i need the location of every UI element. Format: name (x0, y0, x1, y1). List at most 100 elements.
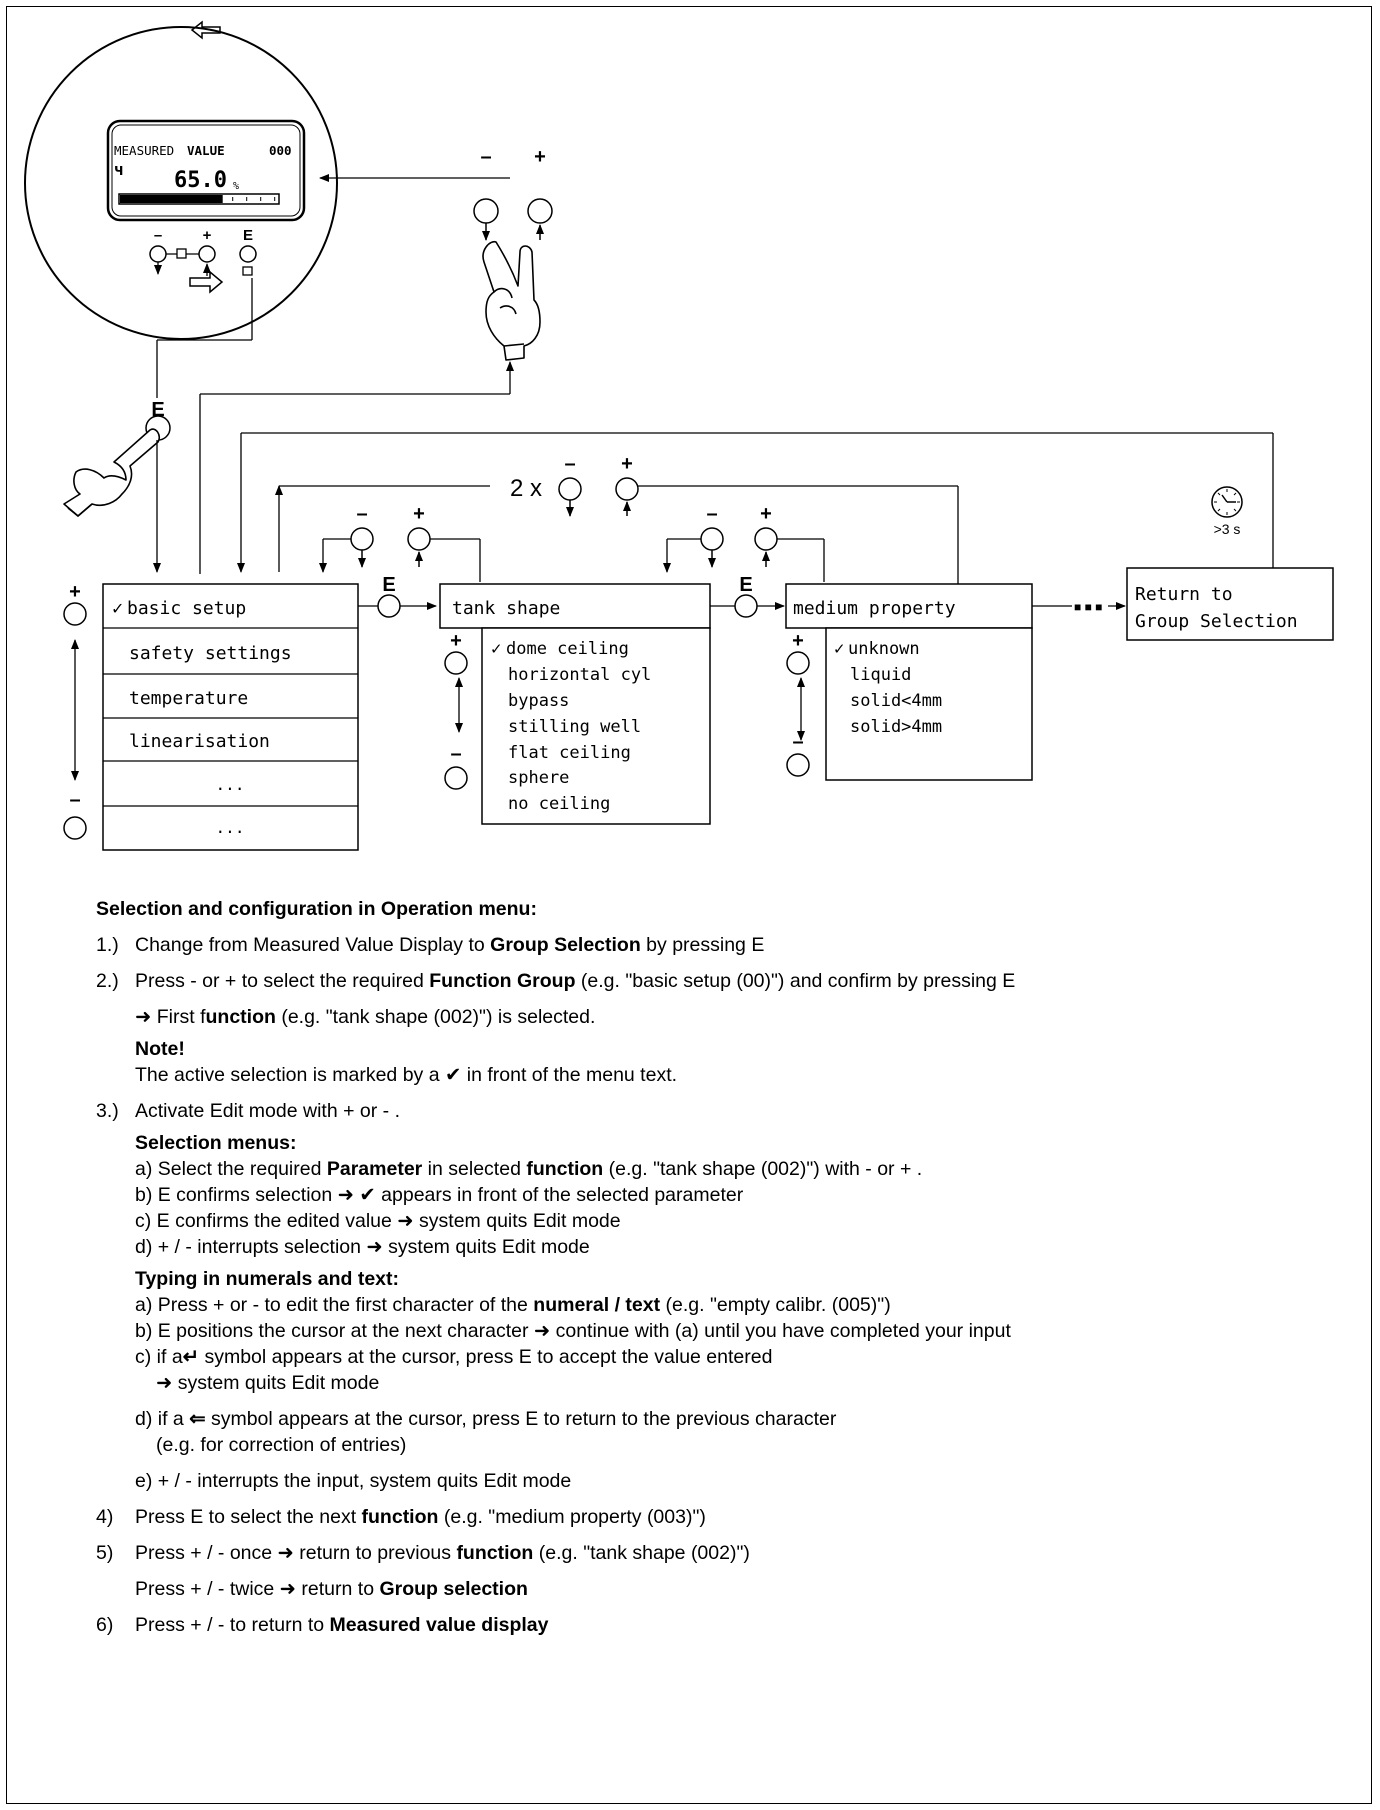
display-bargraph (118, 193, 280, 205)
group-minus-key[interactable]: – (63, 789, 87, 840)
step-text: Activate Edit mode with + or - . (135, 1100, 400, 1122)
medium-property-title: medium property (793, 598, 956, 619)
medium-option-plus-key[interactable]: + (786, 630, 810, 675)
selection-c: c) E confirms the edited value ➜ system … (135, 1210, 621, 1232)
medium-option-minus-key[interactable]: – (786, 731, 810, 777)
step-bold: Function Group (429, 970, 576, 992)
tank-shape-title: tank shape (452, 598, 560, 619)
tank-option-plus-key[interactable]: + (444, 630, 468, 675)
typing-heading: Typing in numerals and text: (135, 1268, 400, 1290)
typing-c: c) if a↵ symbol appears at the cursor, p… (135, 1346, 772, 1369)
display-value: 65.0 (174, 168, 227, 193)
display-header-left: MEASURED (114, 143, 174, 158)
note-text: The active selection is marked by a ✔ in… (135, 1064, 677, 1087)
step-3: 3.)Activate Edit mode with + or - . (96, 1100, 400, 1123)
svg-text:+: + (203, 227, 212, 244)
group-item-more-1: ... (216, 775, 245, 794)
tank-shape-function: tank shape ✓ dome ceiling horizontal cyl… (439, 583, 711, 825)
step-text: c) if a (135, 1346, 183, 1368)
medium-option-liquid[interactable]: liquid (850, 665, 911, 685)
step-text: (e.g. "empty calibr. (005)") (660, 1294, 891, 1316)
tank-option-flat-ceiling[interactable]: flat ceiling (508, 743, 631, 763)
medium-property-function: medium property ✓ unknown liquid solid<4… (785, 583, 1033, 781)
step-2-result: ➜ First function (e.g. "tank shape (002)… (135, 1006, 595, 1029)
tank-option-sphere[interactable]: sphere (508, 768, 569, 788)
check-icon: ✔ (444, 1064, 462, 1086)
step-2: 2.)Press - or + to select the required F… (96, 970, 1015, 993)
step-text: (e.g. "tank shape (002)") with - or + . (603, 1158, 923, 1180)
svg-text:E: E (382, 574, 395, 596)
svg-text:E: E (151, 399, 164, 421)
step-number: 4) (96, 1506, 114, 1528)
step-text: (e.g. "tank shape (002)") is selected. (275, 1006, 596, 1028)
display-header-code: 000 (269, 143, 292, 158)
group-item-basic-setup[interactable]: basic setup (127, 598, 246, 619)
tank-plus-key[interactable]: + (407, 503, 431, 567)
selection-menus-heading: Selection menus: (135, 1132, 297, 1154)
svg-text:+: + (413, 503, 425, 525)
return-line-1: Return to (1135, 584, 1233, 605)
svg-text:–: – (564, 453, 575, 475)
display-glyph: ч (114, 160, 124, 179)
note-text-b: in front of the menu text. (461, 1064, 678, 1086)
selection-d: d) + / - interrupts selection ➜ system q… (135, 1236, 590, 1258)
svg-text:+: + (69, 581, 81, 603)
tank-option-dome-ceiling[interactable]: dome ceiling (506, 639, 629, 659)
enter-key-1[interactable]: E (377, 574, 401, 618)
group-item-more-2: ... (216, 818, 245, 837)
tank-option-horizontal-cyl[interactable]: horizontal cyl (508, 665, 651, 685)
twice-plus-key[interactable]: + (615, 453, 639, 516)
tank-option-minus-key[interactable]: – (444, 743, 468, 790)
twice-minus-key[interactable]: – (558, 453, 582, 517)
medium-option-solid-gt-4mm[interactable]: solid>4mm (850, 717, 942, 737)
top-plus-key[interactable]: + (527, 146, 553, 240)
svg-text:E: E (739, 574, 752, 596)
step-text: (e.g. "tank shape (002)") (533, 1542, 750, 1564)
device-enter-key[interactable]: E (239, 227, 257, 276)
group-selection-menu: ✓ basic setup safety settings temperatur… (102, 583, 359, 851)
group-item-temperature[interactable]: temperature (129, 688, 248, 709)
two-finger-hand-icon (482, 240, 541, 361)
tank-option-stilling-well[interactable]: stilling well (508, 717, 641, 737)
enter-key-2[interactable]: E (734, 574, 758, 618)
medium-option-unknown[interactable]: unknown (848, 639, 920, 659)
step-text: by pressing E (640, 934, 765, 956)
step-text: a) Select the required (135, 1158, 327, 1180)
group-item-safety-settings[interactable]: safety settings (129, 643, 292, 664)
device-plus-key[interactable]: + (198, 227, 216, 276)
svg-text:–: – (450, 743, 461, 765)
tank-option-no-ceiling[interactable]: no ceiling (508, 794, 610, 814)
medium-option-solid-lt-4mm[interactable]: solid<4mm (850, 691, 942, 711)
page-frame (6, 6, 1372, 1804)
timeout-label: >3 s (1214, 521, 1241, 537)
step-bold: function (456, 1542, 534, 1564)
svg-text:+: + (534, 146, 546, 168)
step-text: symbol appears at the cursor, press E to… (199, 1346, 773, 1368)
note-text-a: The active selection is marked by a (135, 1064, 445, 1086)
svg-text:–: – (706, 503, 717, 525)
display-header-mid: VALUE (187, 143, 225, 158)
svg-text:–: – (154, 227, 162, 244)
svg-text:–: – (69, 789, 80, 811)
step-number: 6) (96, 1614, 114, 1636)
step-number: 2.) (96, 970, 119, 992)
lock-symbol (166, 248, 199, 259)
step-bold: Group Selection (490, 934, 641, 956)
tank-option-bypass[interactable]: bypass (508, 691, 569, 711)
clock-icon (1211, 486, 1243, 518)
svg-text:–: – (356, 503, 367, 525)
return-to-group-selection: Return to Group Selection (1126, 567, 1334, 641)
step-bold: Group selection (379, 1578, 528, 1600)
top-minus-key[interactable]: – (473, 146, 499, 241)
step-text: ➜ First f (135, 1006, 206, 1028)
group-item-linearisation[interactable]: linearisation (129, 731, 270, 752)
svg-text:–: – (792, 731, 803, 753)
display-unit: % (233, 181, 239, 192)
tank-minus-key[interactable]: – (350, 503, 374, 568)
svg-text:+: + (621, 453, 633, 475)
bargraph-fill (120, 195, 223, 203)
selection-a: a) Select the required Parameter in sele… (135, 1158, 922, 1181)
medium-minus-key[interactable]: – (700, 503, 724, 568)
group-plus-key[interactable]: + (63, 581, 87, 626)
medium-plus-key[interactable]: + (754, 503, 778, 567)
